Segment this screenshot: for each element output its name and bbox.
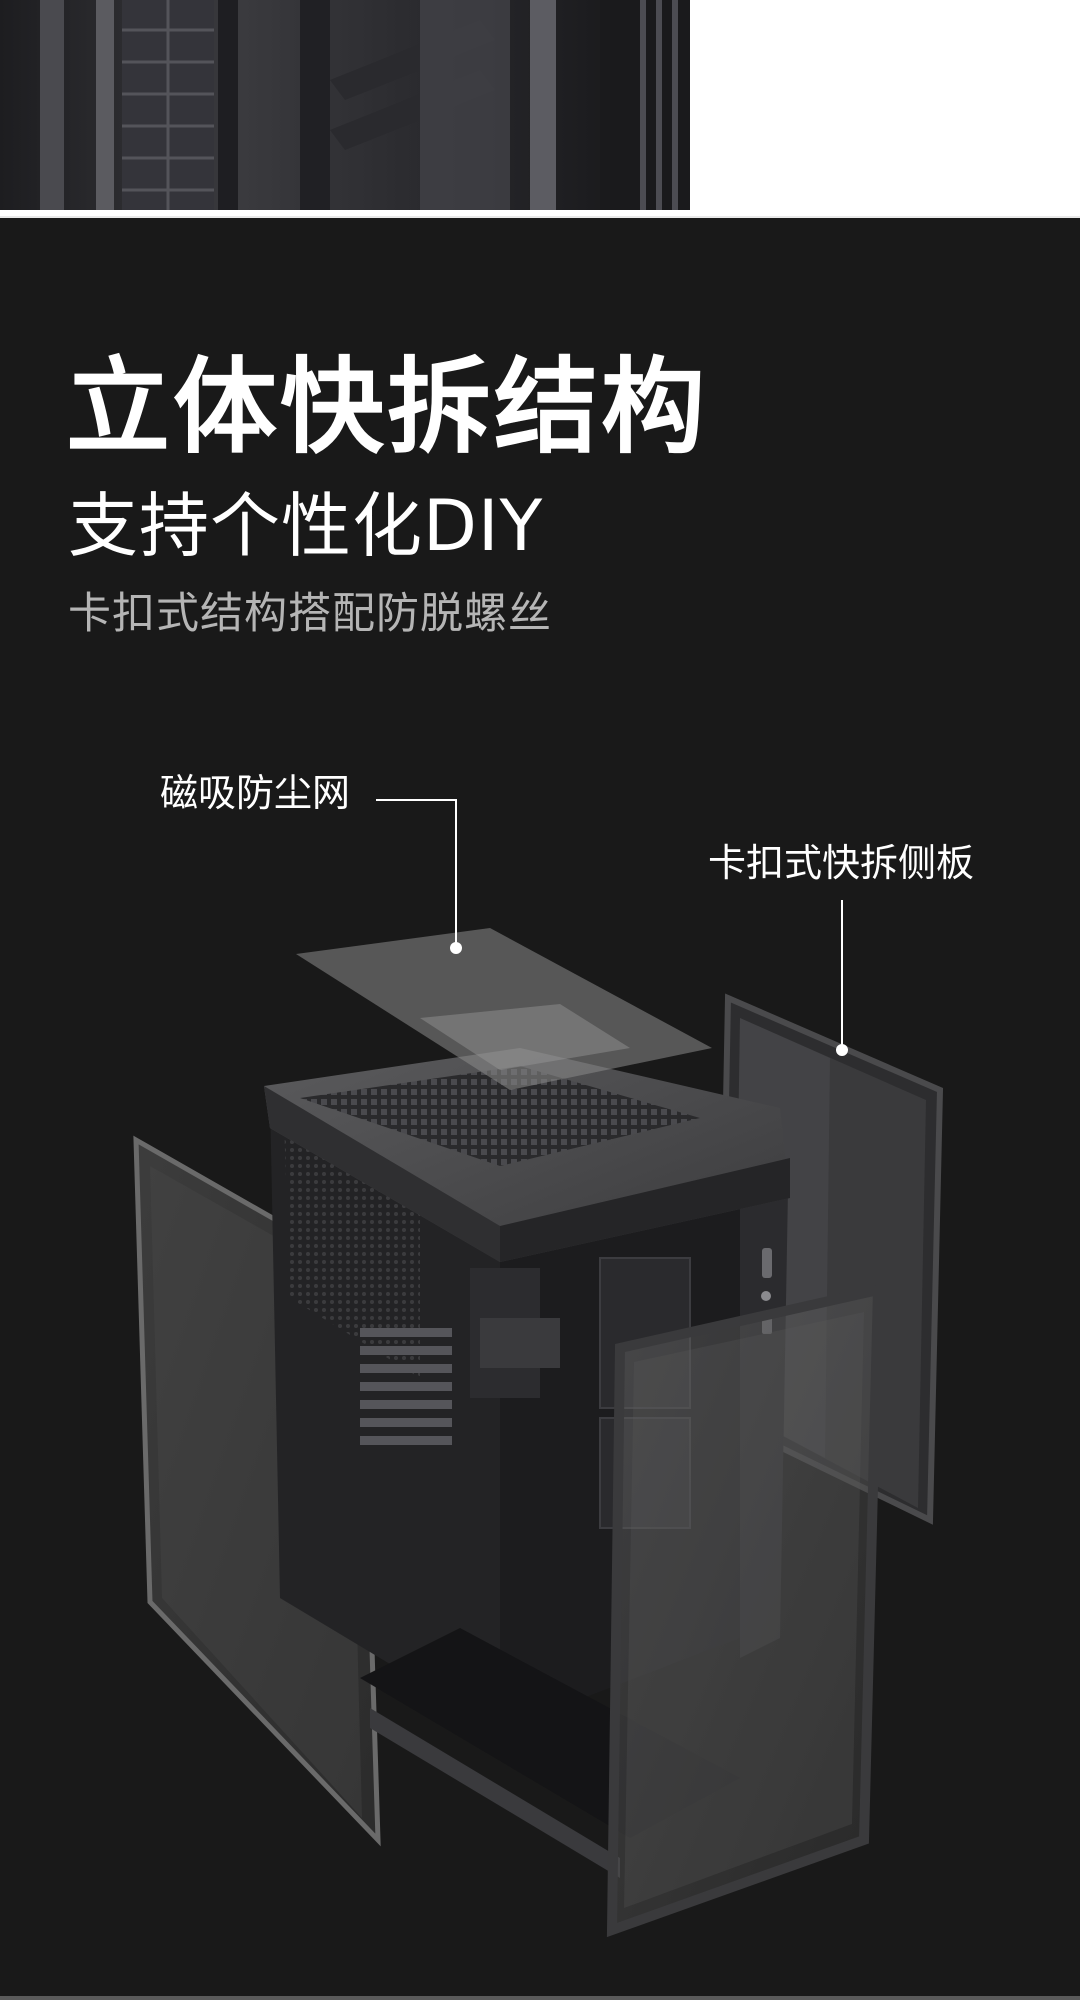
right-glass-panel [606,1283,884,1938]
dust-filter-callout-dot [450,942,462,954]
section-divider [0,216,1080,218]
bottom-edge-line [0,1996,1080,2000]
quick-release-section: 立体快拆结构 支持个性化DIY 卡扣式结构搭配防脱螺丝 [0,218,1080,2000]
subheadline: 支持个性化DIY [68,485,544,567]
description: 卡扣式结构搭配防脱螺丝 [68,589,552,639]
headline: 立体快拆结构 [66,346,709,468]
dust-filter-callout-line [376,799,457,948]
case-front-closeup-image [0,0,1080,216]
dust-filter-label: 磁吸防尘网 [160,771,351,815]
side-panel-label: 卡扣式快拆侧板 [708,841,975,885]
magnetic-dust-filter [296,928,712,1090]
side-panel-callout-dot [836,1044,848,1056]
exploded-case-illustration [133,799,944,1938]
